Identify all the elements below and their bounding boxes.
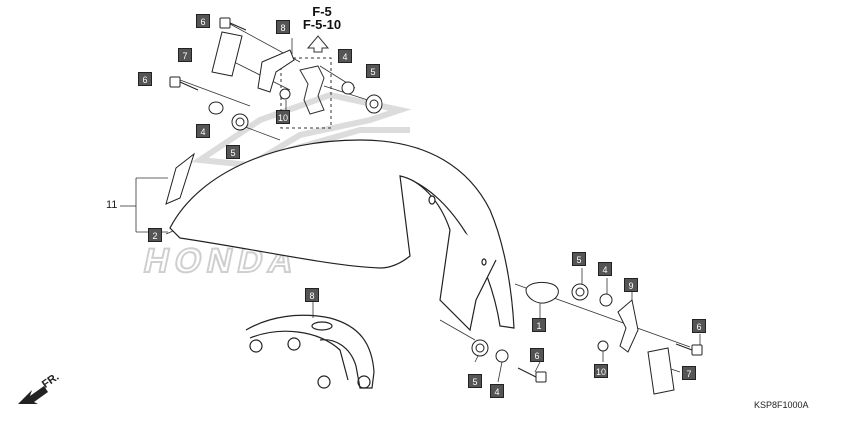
side-reflector — [525, 281, 559, 304]
part-label-6: 6 — [530, 348, 544, 362]
inset-bracket-part — [299, 65, 325, 115]
diagram-code: KSP8F1000A — [754, 400, 809, 410]
part-label-4: 4 — [196, 124, 210, 138]
part-label-5: 5 — [366, 64, 380, 78]
part-label-10: 10 — [276, 110, 290, 124]
part-label-6: 6 — [196, 14, 210, 28]
part-label-4: 4 — [598, 262, 612, 276]
part-label-8: 8 — [305, 288, 319, 302]
part-label-5: 5 — [226, 145, 240, 159]
part-label-5: 5 — [572, 252, 586, 266]
part-label-7: 7 — [682, 366, 696, 380]
up-arrow-icon — [306, 35, 330, 53]
part-label-6: 6 — [692, 319, 706, 333]
part-label-2: 2 — [148, 228, 162, 242]
part-label-10: 10 — [594, 364, 608, 378]
part-label-5: 5 — [468, 374, 482, 388]
part-label-9: 9 — [624, 278, 638, 292]
rear-reflector-plate — [647, 347, 675, 395]
upper-stay-parts — [211, 31, 295, 93]
part-label-8: 8 — [276, 20, 290, 34]
part-label-6: 6 — [138, 72, 152, 86]
reference-section-line1: F-5 — [312, 4, 332, 19]
collar-grommet-parts — [208, 81, 613, 363]
fender-brace — [245, 314, 375, 389]
part-label-7: 7 — [178, 48, 192, 62]
reference-section-line2: F-5-10 — [302, 17, 342, 32]
reflector-strip — [165, 152, 195, 205]
front-fender — [169, 139, 515, 332]
right-fender-stay — [617, 299, 639, 353]
part-label-4: 4 — [490, 384, 504, 398]
part-label-4: 4 — [338, 49, 352, 63]
part-label-1: 1 — [532, 318, 546, 332]
assembly-callout-11: 11 — [106, 199, 118, 211]
bolt-parts — [169, 17, 703, 383]
front-direction-arrow-icon — [18, 386, 48, 404]
